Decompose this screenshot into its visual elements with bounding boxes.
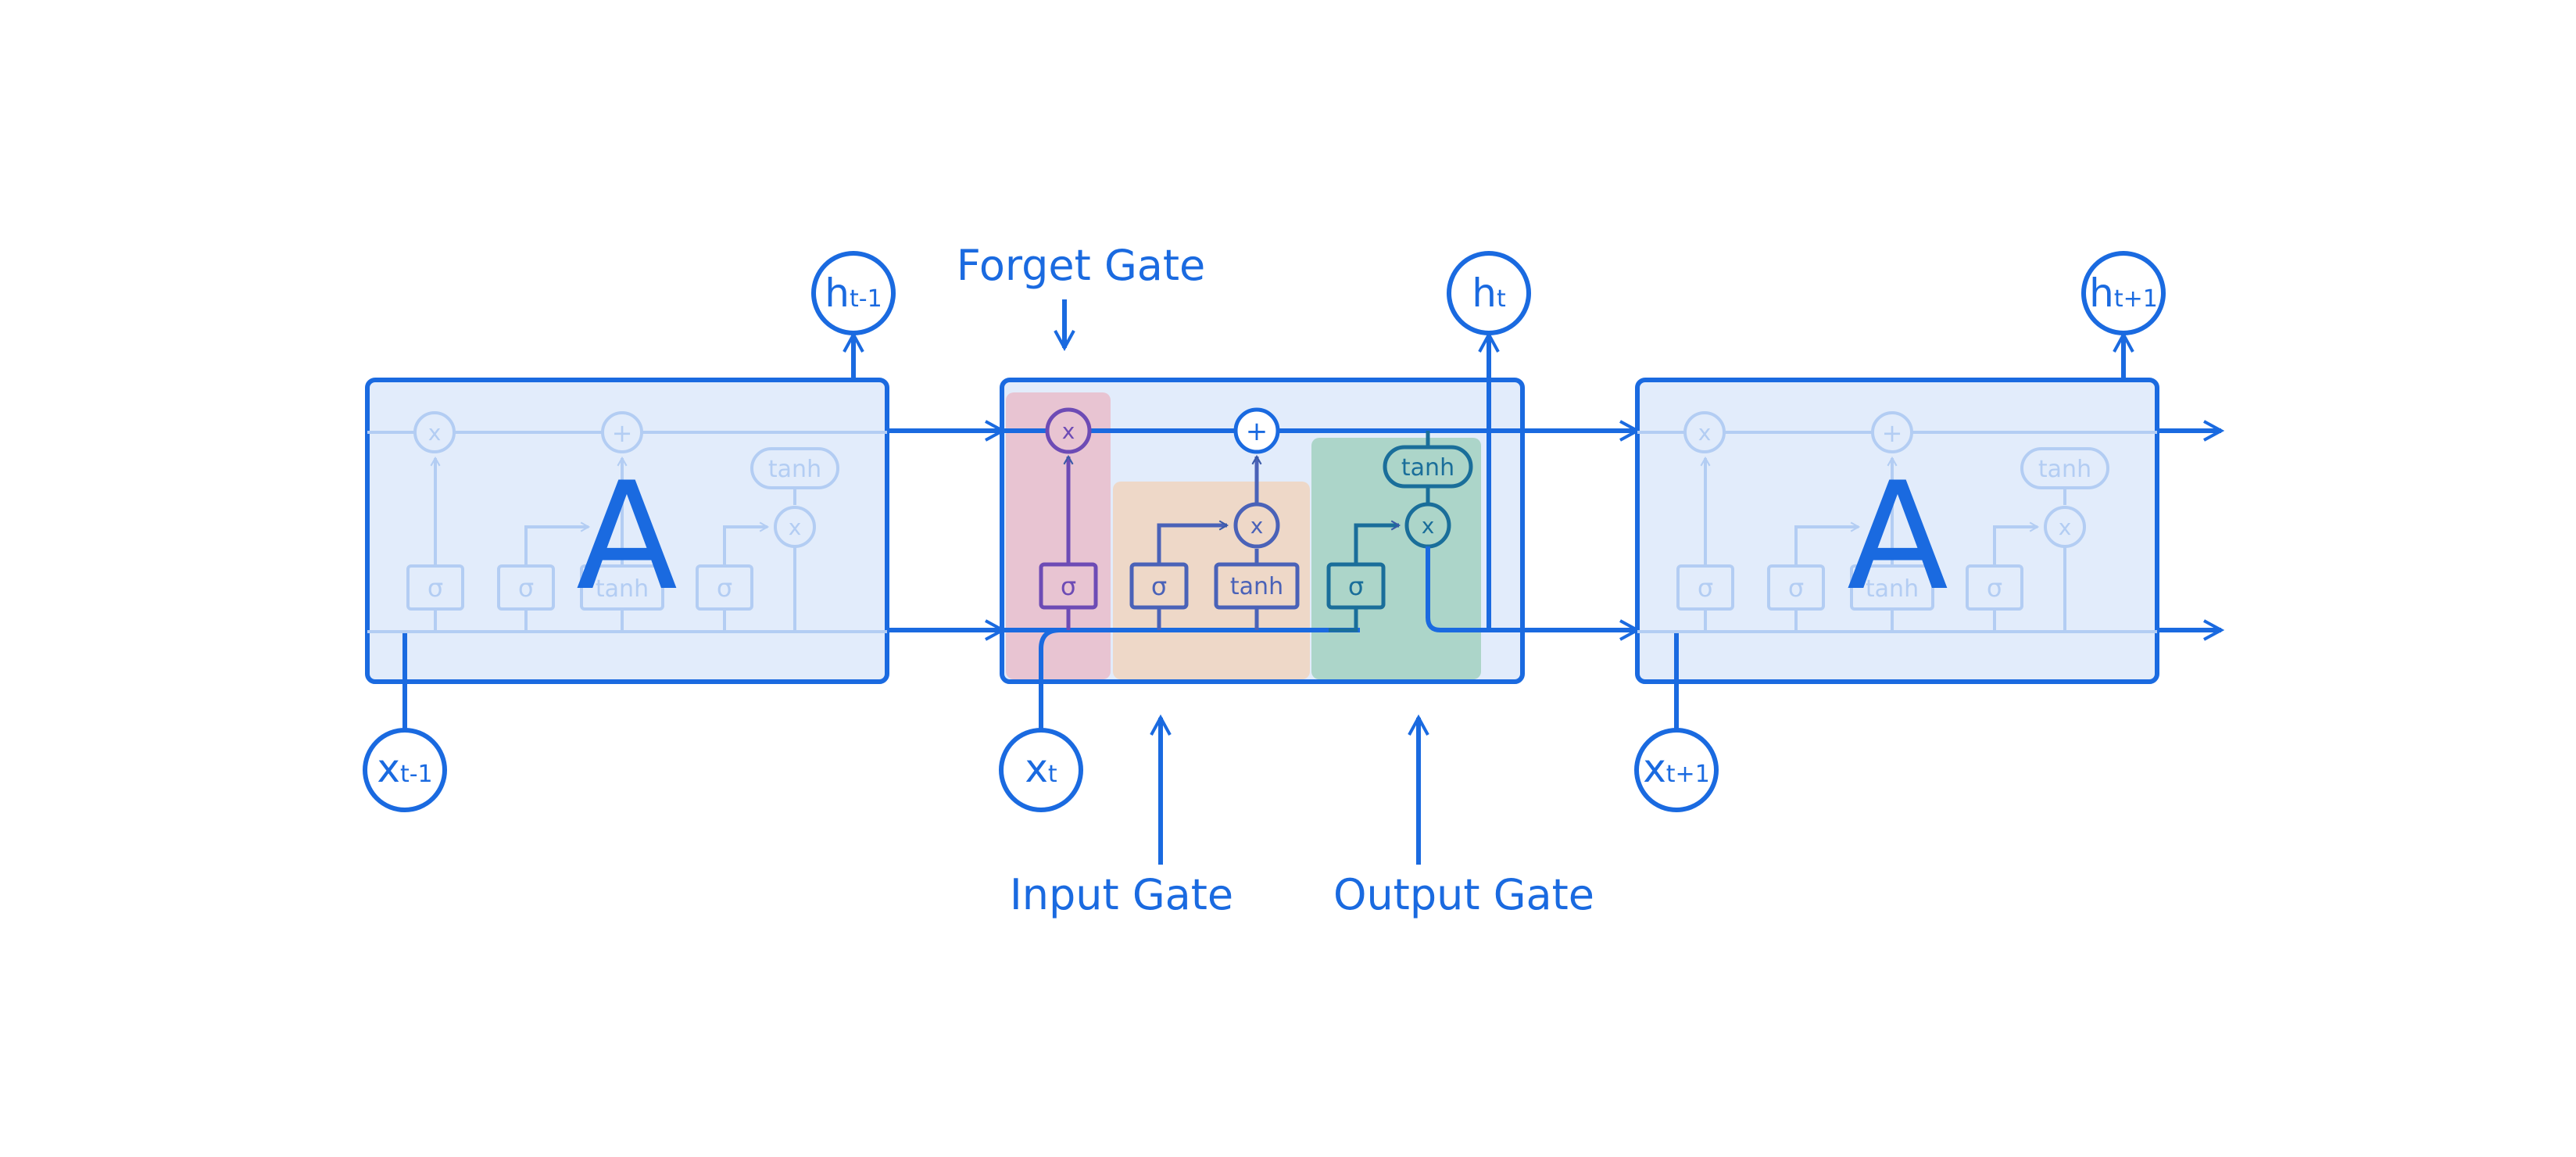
forget-gate-title: Forget Gate xyxy=(957,241,1206,290)
h-prev-base: h xyxy=(825,270,850,316)
h-prev-sub: t-1 xyxy=(850,285,882,313)
output-gate-region xyxy=(1311,438,1481,679)
input-gate-title: Input Gate xyxy=(1010,870,1233,919)
svg-text:ht-1: ht-1 xyxy=(825,270,882,316)
forget-multiply-label: x xyxy=(1062,418,1075,444)
h-cur-base: h xyxy=(1472,270,1497,316)
svg-text:xt-1: xt-1 xyxy=(377,746,432,791)
output-gate-title: Output Gate xyxy=(1333,870,1594,919)
h-next-sub: t+1 xyxy=(2114,285,2158,313)
cell-current: x + σ σ tanh x σ tanh x xyxy=(1000,335,1633,731)
cell-next-label: A xyxy=(1847,450,1948,623)
x-prev-node: xt-1 xyxy=(363,728,447,812)
x-cur-base: x xyxy=(1025,746,1048,791)
x-next-base: x xyxy=(1643,746,1666,791)
forget-sigma-label: σ xyxy=(1061,571,1076,601)
x-cur-node: xt xyxy=(999,728,1083,812)
forget-multiply-node xyxy=(1045,407,1092,454)
cell-next: A xyxy=(1635,335,2159,731)
cell-prev: A xyxy=(365,335,889,731)
output-multiply-label: x xyxy=(1422,513,1435,539)
svg-text:ht: ht xyxy=(1472,270,1506,316)
output-sigma-label: σ xyxy=(1348,571,1364,601)
input-multiply-label: x xyxy=(1250,513,1264,539)
h-cur-node: ht xyxy=(1447,251,1531,335)
h-next-base: h xyxy=(2089,270,2114,316)
h-next-node: ht+1 xyxy=(2081,251,2166,335)
output-tanh-label: tanh xyxy=(1401,454,1454,482)
x-cur-sub: t xyxy=(1048,761,1057,788)
input-sigma-label: σ xyxy=(1151,571,1167,601)
input-tanh-label: tanh xyxy=(1230,573,1283,600)
svg-text:xt+1: xt+1 xyxy=(1643,746,1710,791)
x-prev-sub: t-1 xyxy=(400,761,433,788)
svg-text:xt: xt xyxy=(1025,746,1057,791)
cell-prev-label: A xyxy=(576,450,678,623)
h-cur-sub: t xyxy=(1497,285,1506,313)
svg-text:ht+1: ht+1 xyxy=(2089,270,2158,316)
x-prev-base: x xyxy=(377,746,400,791)
x-next-node: xt+1 xyxy=(1634,728,1719,812)
x-next-sub: t+1 xyxy=(1666,761,1710,788)
cell-add-node xyxy=(1233,407,1280,454)
cell-add-label: + xyxy=(1246,416,1268,447)
h-prev-node: ht-1 xyxy=(811,251,896,335)
